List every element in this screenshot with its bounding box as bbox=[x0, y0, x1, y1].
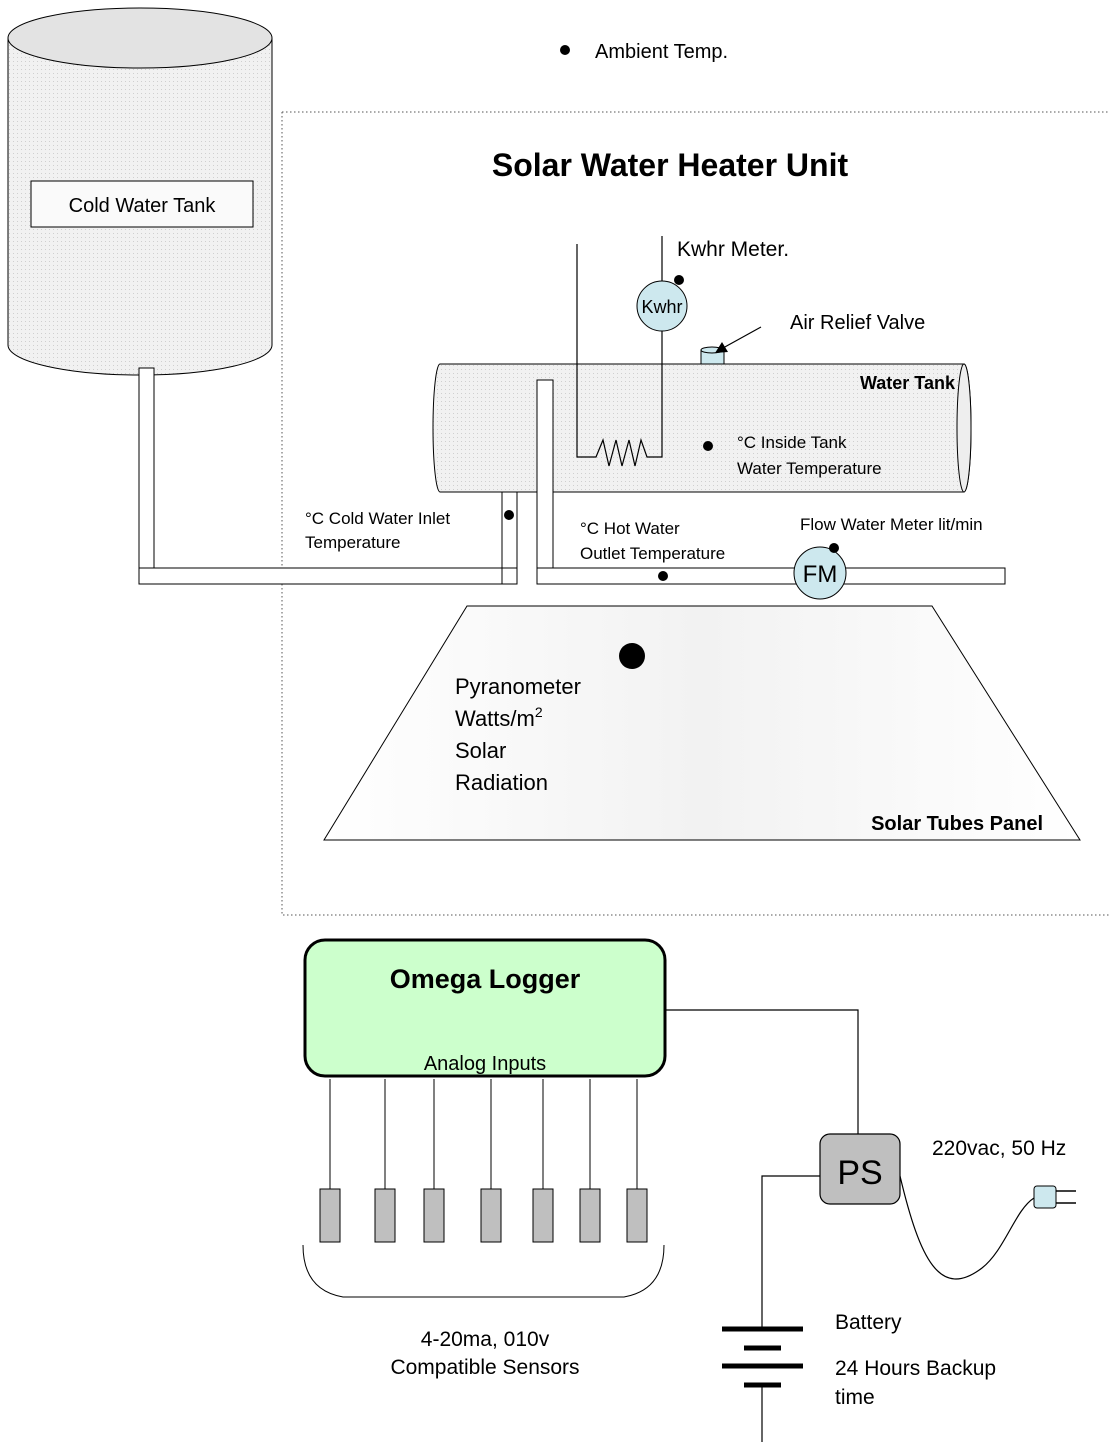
inside-tank-temp-bullet bbox=[703, 441, 713, 451]
cold-inlet-temp-line1: °C Cold Water Inlet bbox=[305, 509, 450, 528]
flow-meter-label: Flow Water Meter lit/min bbox=[800, 515, 983, 534]
flow-meter bbox=[793, 546, 847, 600]
cold-inlet-temp-bullet bbox=[504, 510, 514, 520]
mains-label: 220vac, 50 Hz bbox=[932, 1137, 1066, 1160]
pyranometer-line3: Solar bbox=[455, 738, 506, 763]
ambient-temp-label: Ambient Temp. bbox=[595, 41, 728, 63]
battery-backup-line2: time bbox=[835, 1386, 875, 1409]
pyranometer-line1: Pyranometer bbox=[455, 674, 581, 699]
kwhr-meter-badge: Kwhr bbox=[641, 297, 682, 317]
water-tank-label: Water Tank bbox=[860, 373, 956, 393]
omega-logger bbox=[303, 938, 667, 1078]
battery-label: Battery bbox=[835, 1311, 902, 1334]
air-relief-valve-label: Air Relief Valve bbox=[790, 312, 925, 334]
mains-cable bbox=[899, 1175, 1035, 1280]
cold-inlet-temp-line2: Temperature bbox=[305, 533, 400, 552]
pyranometer-line2-superscript: 2 bbox=[535, 704, 543, 720]
solar-tubes-panel-label: Solar Tubes Panel bbox=[871, 813, 1043, 835]
sensor-probe bbox=[579, 1188, 601, 1243]
battery-backup-line1: 24 Hours Backup bbox=[835, 1357, 996, 1380]
cold-water-tank: Cold Water Tank bbox=[7, 7, 273, 376]
sensor-probes bbox=[319, 1079, 648, 1243]
solar-tubes-panel bbox=[323, 605, 1081, 841]
heating-element bbox=[576, 236, 663, 467]
analog-inputs-label: Analog Inputs bbox=[424, 1053, 546, 1075]
logger-power-wire bbox=[665, 1009, 859, 1134]
unit-title: Solar Water Heater Unit bbox=[492, 147, 849, 183]
hot-outlet-temp-bullet bbox=[658, 571, 668, 581]
sensor-probe bbox=[626, 1188, 648, 1243]
kwhr-meter-bullet bbox=[674, 275, 684, 285]
ambient-temp-bullet bbox=[560, 45, 570, 55]
sensor-probe bbox=[374, 1188, 396, 1243]
pyranometer-line2: Watts/m bbox=[455, 706, 535, 731]
flow-meter-bullet bbox=[829, 543, 839, 553]
pyranometer-line4: Radiation bbox=[455, 770, 548, 795]
mains-plug bbox=[1033, 1185, 1076, 1209]
flow-meter-badge: FM bbox=[803, 561, 838, 588]
power-supply-badge: PS bbox=[837, 1154, 882, 1192]
inside-tank-temp-line1: °C Inside Tank bbox=[737, 433, 847, 452]
hot-outlet-temp-line1: °C Hot Water bbox=[580, 519, 680, 538]
omega-logger-title: Omega Logger bbox=[390, 964, 581, 994]
sensor-probe bbox=[423, 1188, 445, 1243]
sensor-probe bbox=[480, 1188, 502, 1243]
kwhr-meter-label: Kwhr Meter. bbox=[677, 238, 789, 261]
pyranometer-sensor bbox=[619, 643, 645, 669]
cold-water-tank-label: Cold Water Tank bbox=[69, 195, 217, 217]
sensors-line2: Compatible Sensors bbox=[390, 1356, 579, 1379]
battery-wire-top bbox=[761, 1175, 820, 1328]
air-relief-valve-arrowhead bbox=[715, 342, 728, 353]
hot-water-pipe bbox=[536, 379, 1006, 585]
battery-symbol bbox=[722, 1326, 803, 1388]
sensors-line1: 4-20ma, 010v bbox=[421, 1328, 550, 1351]
pyranometer-line2-group: Watts/m2 bbox=[455, 704, 543, 731]
cold-water-tank-label-box bbox=[30, 180, 254, 228]
hot-outlet-temp-line2: Outlet Temperature bbox=[580, 544, 725, 563]
water-tank: Water Tank °C Inside Tank Water Temperat… bbox=[432, 363, 972, 493]
sensor-bracket bbox=[302, 1244, 665, 1298]
air-relief-valve-arrow bbox=[722, 326, 762, 349]
inside-tank-temp-line2: Water Temperature bbox=[737, 459, 882, 478]
power-supply bbox=[819, 1133, 901, 1205]
kwhr-meter bbox=[636, 280, 688, 332]
sensor-probe bbox=[532, 1188, 554, 1243]
sensor-probe bbox=[319, 1188, 341, 1243]
